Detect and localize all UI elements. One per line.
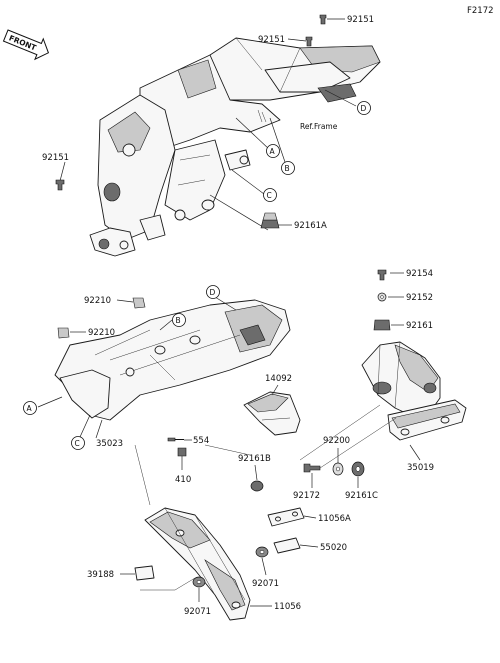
- nut-92161a-icon: [260, 212, 280, 229]
- screw-554-icon: [167, 437, 184, 442]
- label-92172: 92172: [293, 491, 320, 501]
- bolt-92210-left-icon: [57, 327, 70, 339]
- svg-text:B: B: [285, 164, 290, 173]
- subframe-35023-drawing: [54, 299, 291, 421]
- callout-b-subframe: B: [172, 313, 186, 327]
- front-arrow-icon: FRONT: [2, 29, 50, 61]
- label-92210-top: 92210: [84, 296, 111, 306]
- label-35019: 35019: [407, 463, 434, 473]
- label-55020: 55020: [320, 543, 347, 553]
- bolt-92210-top-icon: [132, 297, 146, 309]
- main-frame-drawing: [89, 37, 381, 257]
- clip-410-icon: [177, 447, 187, 457]
- svg-text:A: A: [270, 147, 276, 156]
- washer-92071-bottom-icon: [192, 576, 206, 588]
- pad-55020-drawing: [273, 537, 301, 554]
- label-11056a: 11056A: [318, 514, 351, 524]
- label-92161a: 92161A: [294, 221, 327, 231]
- washer-92200-icon: [332, 462, 344, 476]
- pad-39188-drawing: [134, 565, 155, 581]
- svg-text:D: D: [361, 104, 367, 113]
- figure-code: F2172: [467, 6, 494, 16]
- label-35023: 35023: [96, 439, 123, 449]
- label-92154: 92154: [406, 269, 433, 279]
- label-410: 410: [175, 475, 191, 485]
- bolt-92151-left-icon: [55, 179, 65, 191]
- label-92161b: 92161B: [238, 454, 271, 464]
- callout-a-frame: A: [266, 144, 280, 158]
- nut-92161c-icon: [351, 461, 365, 477]
- label-92161c: 92161C: [345, 491, 378, 501]
- callout-d-subframe: D: [206, 285, 220, 299]
- label-92200: 92200: [323, 436, 350, 446]
- label-554: 554: [193, 436, 209, 446]
- svg-text:C: C: [267, 191, 272, 200]
- label-92161: 92161: [406, 321, 433, 331]
- bracket-35019-drawing: [361, 341, 467, 441]
- bolt-92151-top-icon: [319, 14, 327, 25]
- plate-11056a-drawing: [267, 507, 305, 527]
- ref-frame-label: Ref.Frame: [300, 122, 338, 131]
- nut-92161-icon: [373, 319, 391, 331]
- callout-d-frame: D: [357, 101, 371, 115]
- callout-c-subframe: C: [71, 436, 85, 450]
- washer-92152-icon: [377, 292, 387, 302]
- nut-92161b-icon: [250, 480, 264, 492]
- label-92071-right: 92071: [252, 579, 279, 589]
- label-92151-top: 92151: [347, 15, 374, 25]
- label-92151-left: 92151: [42, 153, 69, 163]
- label-11056: 11056: [274, 602, 301, 612]
- label-39188: 39188: [87, 570, 114, 580]
- bolt-92154-icon: [377, 269, 387, 281]
- label-14092: 14092: [265, 374, 292, 384]
- callout-a-subframe: A: [23, 401, 37, 415]
- bolt-92172-icon: [303, 463, 321, 473]
- callout-c-frame: C: [263, 188, 277, 202]
- label-92152: 92152: [406, 293, 433, 303]
- label-92151-mid: 92151: [258, 35, 285, 45]
- bolt-92151-mid-icon: [305, 36, 313, 47]
- cover-14092-drawing: [243, 391, 301, 436]
- svg-text:B: B: [176, 316, 181, 325]
- svg-text:C: C: [75, 439, 80, 448]
- svg-text:D: D: [210, 288, 216, 297]
- bracket-11056-drawing: [144, 507, 251, 621]
- label-92071-bottom: 92071: [184, 607, 211, 617]
- svg-text:A: A: [27, 404, 33, 413]
- washer-92071-right-icon: [255, 546, 269, 558]
- label-92210-left: 92210: [88, 328, 115, 338]
- callout-b-frame: B: [281, 161, 295, 175]
